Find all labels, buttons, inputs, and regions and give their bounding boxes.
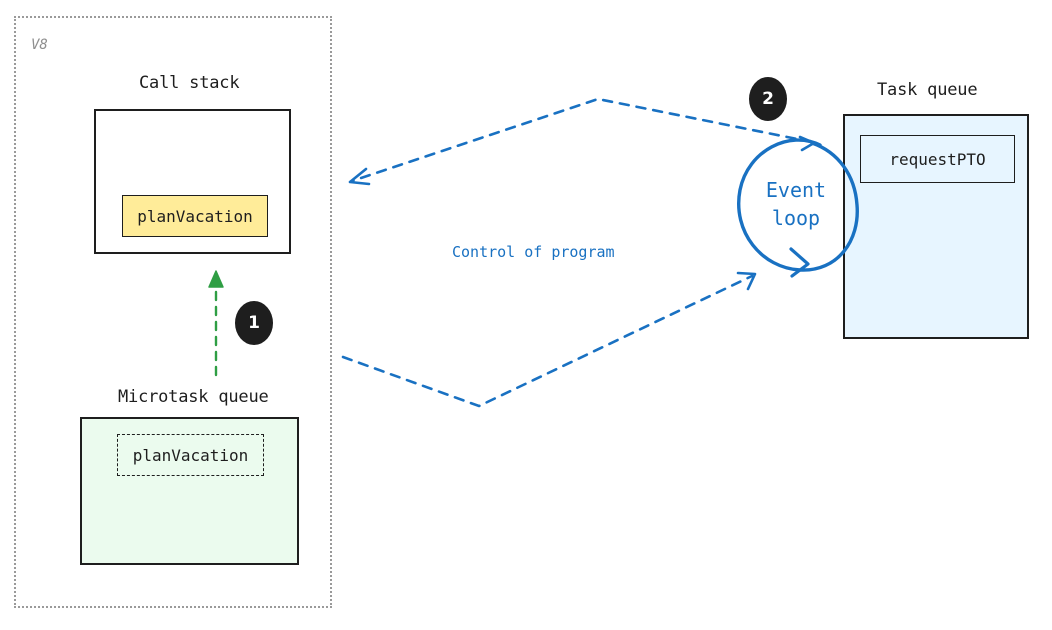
event-loop-line2: loop [771,206,821,230]
v8-label: V8 [31,37,48,53]
control-arrow-lower [341,274,754,408]
step-badge-2-text: 2 [762,89,774,109]
event-loop-line1: Event [765,178,827,202]
event-loop-arrowhead [789,247,810,278]
v8-container [14,16,332,608]
step-badge-1: 1 [235,301,273,345]
event-loop-label: Event loop [740,176,852,232]
step-badge-2: 2 [749,77,787,121]
task-queue-item: requestPTO [860,135,1015,183]
task-queue-title: Task queue [877,80,978,100]
return-arrowhead-target [798,135,816,152]
return-arrow-upper [350,97,814,183]
call-stack-frame-label: planVacation [137,206,253,226]
call-stack-frame: planVacation [122,195,268,237]
microtask-queue-box [80,417,299,565]
step-badge-1-text: 1 [248,313,260,333]
microtask-queue-item: planVacation [117,434,264,476]
call-stack-title: Call stack [139,73,240,93]
microtask-queue-title: Microtask queue [118,387,269,407]
microtask-queue-item-label: planVacation [132,445,249,465]
return-arrowhead [348,167,371,186]
task-queue-item-label: requestPTO [889,149,986,169]
control-of-program-label: Control of program [452,243,615,261]
control-arrowhead [736,271,757,291]
